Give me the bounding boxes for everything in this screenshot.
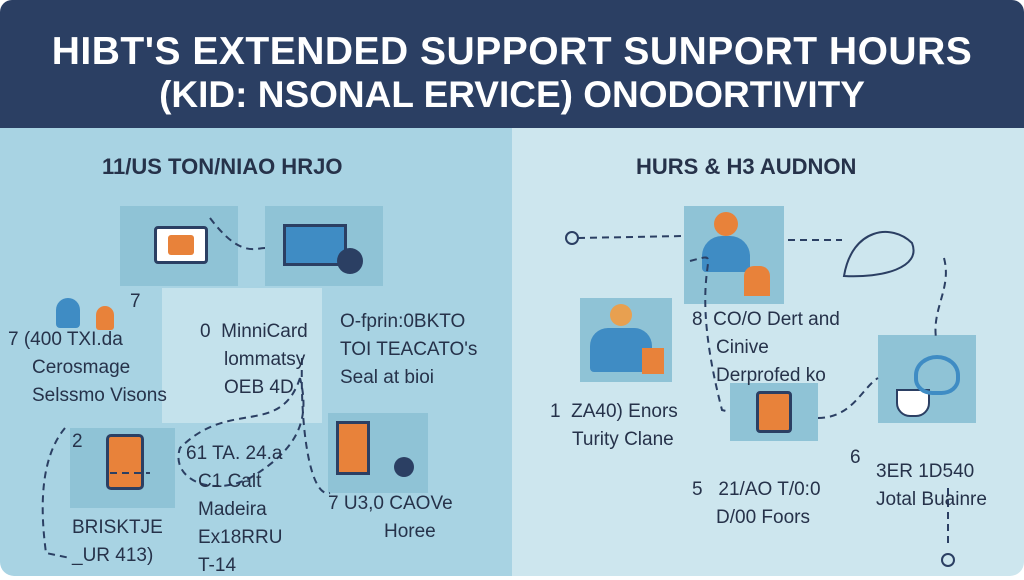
right-item-3: 5 21/AO T/0:0 D/00 Foors — [692, 479, 821, 528]
family-icon — [580, 298, 672, 382]
step-label: 7 — [130, 291, 141, 312]
header-banner: HIBT'S EXTENDED SUPPORT SUNPORT HOURS (K… — [0, 0, 1024, 128]
right-item-4-num: 6 — [850, 447, 861, 468]
left-item-5: 61 TA. 24.a C1 Calt Madeira Ex18RRU T-14 — [186, 443, 283, 576]
left-item-2: 0 MinniCard lommatsy OEB 4D — [200, 321, 308, 398]
left-item-1: 7 (400 TXI.da Cerosmage Selssmo Visons — [8, 329, 167, 406]
support-agent-icon — [684, 206, 784, 304]
phone-icon — [70, 428, 175, 508]
tablet-icon — [328, 413, 428, 493]
right-heading: HURS & H3 AUDNON — [636, 154, 857, 179]
left-item-4-num: 2 — [72, 431, 83, 452]
right-item-1: 8 CO/O Dert and Cinive Derprofed ko — [692, 309, 840, 386]
connector-lines — [565, 230, 955, 567]
connector-lines — [41, 217, 331, 559]
left-item-6: 7 U3,0 CAOVe Horee — [328, 493, 453, 542]
coffee-icon — [878, 335, 976, 423]
person-icon — [56, 298, 80, 328]
monitor-icon — [120, 206, 238, 286]
laptop-icon — [265, 206, 383, 286]
start-node-icon — [565, 231, 579, 245]
title-line-2: (KID: NSONAL ERVICE) ONODORTIVITY — [159, 74, 865, 115]
right-panel: HURS & H3 AUDNON 8 CO/O Dert and Cinive … — [512, 128, 1024, 576]
left-heading: 11/US TON/NIAO HRJO — [102, 154, 343, 179]
child-icon — [96, 306, 114, 330]
cloud-icon — [842, 230, 915, 278]
end-node-icon — [941, 553, 955, 567]
checklist-icon — [730, 383, 818, 441]
left-item-4: BRISKTJE_UR 413) — [72, 517, 163, 566]
title-line-1: HIBT'S EXTENDED SUPPORT SUNPORT HOURS — [51, 30, 973, 73]
right-item-2: 1 ZA40) Enors Turity Clane — [550, 401, 678, 450]
left-panel: 11/US TON/NIAO HRJO 7 7 (400 TXI.da Cero… — [0, 128, 512, 576]
highlight-block — [162, 288, 322, 423]
